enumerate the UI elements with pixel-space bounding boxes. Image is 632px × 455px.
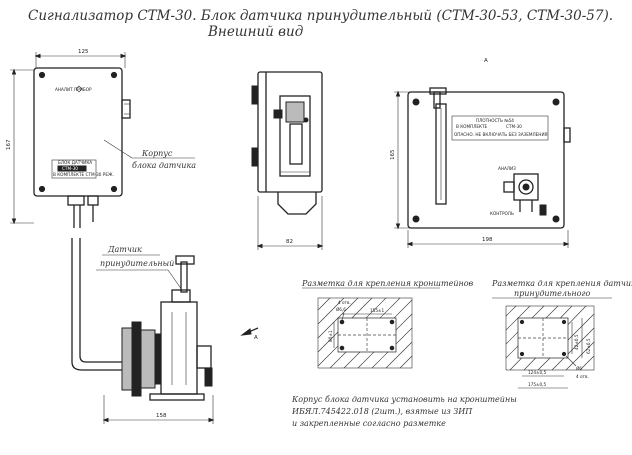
top-plate-line2: В КОМПЛЕКТЕ — [456, 124, 488, 129]
sensor-dim-width: 158 — [156, 413, 167, 419]
top-label-control: КОНТРОЛЬ — [490, 211, 514, 216]
side-dim-width: 82 — [286, 239, 293, 245]
title-line-2: Внешний вид — [207, 24, 303, 40]
sensor-marking-heading-1: Разметка для крепления датчика — [491, 279, 632, 288]
bracket-dim-vertical: 80±1 — [328, 330, 333, 342]
top-label-analysis: АНАЛИЗ — [498, 166, 516, 171]
side-view: 82 — [251, 71, 324, 250]
sensor-dim-c: 124±0,5 — [528, 370, 546, 375]
front-callout-line1: Корпус — [141, 149, 173, 158]
top-dim-height: 165 — [390, 149, 396, 160]
top-dim-width: 198 — [482, 237, 493, 243]
top-plate-line4: ОПАСНО. НЕ ВКЛЮЧАТЬ БЕЗ ЗАЗЕМЛЕНИЯ — [454, 132, 548, 137]
front-dim-height: 167 — [6, 139, 12, 150]
sensor-dim-a: 42±0,5 — [574, 334, 579, 350]
brand-diamond-icon — [75, 85, 83, 93]
top-plate-line1: ПЛОТНОСТЬ №54 — [476, 118, 514, 123]
title-line-1: Сигнализатор СТМ-30. Блок датчика принуд… — [28, 8, 613, 24]
sensor-callout-line1: Датчик — [107, 245, 142, 254]
top-label-a: А — [484, 58, 488, 64]
bracket-marking: Разметка для крепления кронштейнов 4 отв… — [301, 279, 474, 369]
front-dim-width: 125 — [78, 49, 89, 55]
front-view: 125 167 АНАЛИТ ПРИБОР БЛОК ДАТЧИКА СТМ-3… — [6, 49, 196, 228]
front-plate-line3: В КОМПЛЕКТЕ СТМ-30 РЕЖ. — [53, 172, 114, 177]
bracket-dim-span: 155±1 — [370, 308, 385, 313]
front-brand: АНАЛИТ ПРИБОР — [55, 87, 92, 92]
note-line-1: Корпус блока датчика установить на кронш… — [291, 395, 517, 404]
sensor-callout-line2: принудительный — [100, 259, 174, 268]
bracket-dim-hole-d: Ø6,6 — [336, 307, 346, 312]
view-arrow-label: А — [254, 335, 258, 341]
front-plate-line1: БЛОК ДАТЧИКА — [58, 160, 92, 165]
sensor-dim-d: 175±0,5 — [528, 382, 546, 387]
view-arrow: А — [240, 327, 259, 341]
sensor-dim-f: 4 отв. — [576, 374, 589, 379]
top-view: А 165 ПЛОТНОСТЬ №54 В КОМПЛЕКТЕ СТМ-30 О… — [390, 58, 571, 248]
front-plate-line2: СТМ-30 — [62, 166, 78, 171]
note-line-2: ИБЯЛ.745422.018 (2шт.), взятые из ЗИП — [291, 407, 473, 416]
sensor-view: Датчик принудительный 158 — [71, 238, 215, 424]
sensor-dim-b: 62±0,5 — [586, 338, 591, 354]
top-plate-line3: СТМ-30 — [506, 124, 522, 129]
sensor-marking: Разметка для крепления датчика принудите… — [491, 279, 632, 389]
bracket-dim-holes: 4 отв. — [338, 300, 351, 305]
sensor-marking-heading-2: принудительного — [514, 289, 590, 298]
sensor-dim-e: Ø6 — [576, 366, 582, 371]
installation-note: Корпус блока датчика установить на кронш… — [291, 395, 517, 428]
note-line-3: и закрепленные согласно разметке — [292, 419, 446, 428]
front-callout-line2: блока датчика — [132, 161, 196, 170]
bracket-heading: Разметка для крепления кронштейнов — [301, 279, 474, 288]
